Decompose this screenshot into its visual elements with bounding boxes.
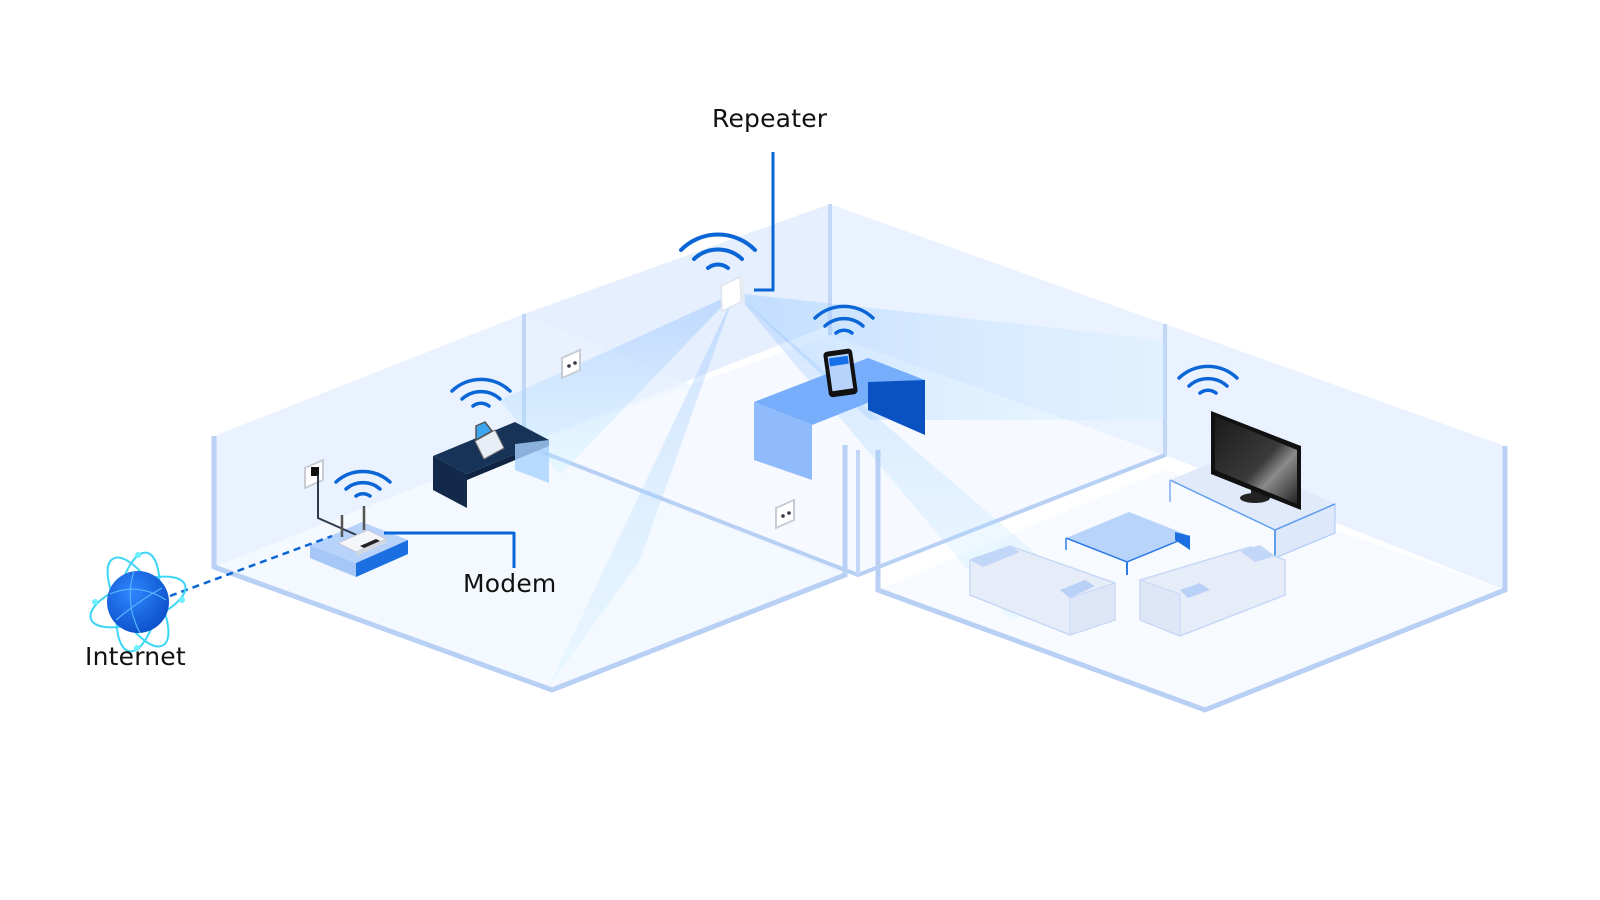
repeater-icon[interactable]: [720, 275, 745, 313]
beam-to-living-room: [735, 293, 1090, 620]
floor-outline-right: [875, 446, 1508, 713]
repeater-label: Repeater: [712, 104, 828, 133]
floor-outline-left: [211, 436, 848, 693]
laptop-icon[interactable]: [474, 421, 505, 460]
wifi-icon-modem: [334, 469, 392, 498]
repeater-callout-line: [754, 152, 775, 292]
wall-outlet-1: [561, 348, 581, 380]
wall-back-left: [214, 314, 524, 567]
wall-back-right: [1165, 324, 1505, 590]
beam-down: [548, 293, 735, 688]
sofa-left: [969, 545, 1116, 636]
wifi-icon-laptop: [450, 377, 512, 408]
globe-icon[interactable]: [84, 549, 192, 656]
internet-link: [169, 534, 333, 598]
coffee-table: [1065, 512, 1191, 575]
modem-device[interactable]: [310, 475, 408, 577]
wifi-icon-repeater: [679, 232, 757, 270]
tablet-icon[interactable]: [823, 348, 858, 398]
wall-outlet-2: [775, 498, 795, 530]
tv-icon[interactable]: [1211, 411, 1301, 510]
wifi-icon-tablet: [813, 304, 875, 335]
floor-left: [214, 445, 845, 690]
wifi-icon-tv: [1177, 364, 1239, 395]
sofa-right: [1139, 545, 1286, 637]
internet-label: Internet: [85, 642, 186, 671]
modem-label: Modem: [463, 569, 557, 598]
beam-to-laptop: [500, 293, 735, 475]
